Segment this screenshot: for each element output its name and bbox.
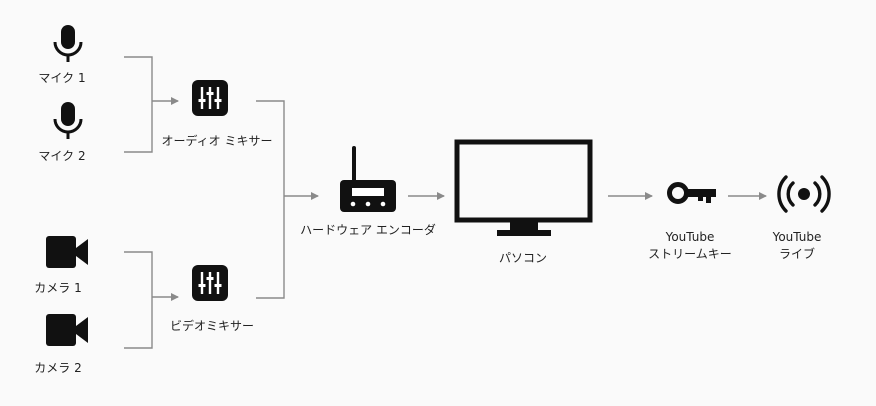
mixer-bracket-connector xyxy=(256,100,285,299)
audio-mixer-node: オーディオ ミキサー xyxy=(162,80,273,148)
live-label-line2: ライブ xyxy=(779,246,815,261)
video-mixer-node: ビデオミキサー xyxy=(170,265,254,333)
mic1-label: マイク 1 xyxy=(38,71,85,85)
cam2-label: カメラ 2 xyxy=(34,361,81,375)
connectors xyxy=(124,56,767,349)
router-icon xyxy=(340,146,396,212)
key-icon xyxy=(667,182,716,204)
encoder-node: ハードウェア エンコーダ xyxy=(300,146,436,237)
microphone-icon xyxy=(53,25,83,62)
cam1-label: カメラ 1 xyxy=(34,281,81,295)
audio-mixer-label: オーディオ ミキサー xyxy=(162,133,273,148)
mixer-sliders-icon xyxy=(192,265,228,301)
mic1-node: マイク 1 xyxy=(38,25,86,85)
live-node: YouTube ライブ xyxy=(772,175,831,261)
pc-label: パソコン xyxy=(499,251,547,265)
camera-bracket-connector xyxy=(124,251,153,349)
cam1-node: カメラ 1 xyxy=(34,236,88,295)
mic2-label: マイク 2 xyxy=(38,149,85,163)
stream-key-label-line2: ストリームキー xyxy=(648,247,732,261)
video-camera-icon xyxy=(46,236,88,268)
microphone-icon xyxy=(53,102,83,139)
mic-bracket-connector xyxy=(124,56,153,153)
video-mixer-label: ビデオミキサー xyxy=(170,318,254,333)
live-label-line1: YouTube xyxy=(772,230,822,244)
mic2-node: マイク 2 xyxy=(38,102,86,163)
cam2-node: カメラ 2 xyxy=(34,314,88,375)
monitor-icon xyxy=(454,139,593,236)
stream-key-label-line1: YouTube xyxy=(665,230,715,244)
stream-key-node: YouTube ストリームキー xyxy=(648,182,732,261)
mixer-sliders-icon xyxy=(192,80,228,116)
video-camera-icon xyxy=(46,314,88,346)
broadcast-icon xyxy=(777,175,831,213)
encoder-label: ハードウェア エンコーダ xyxy=(300,222,436,237)
pc-node: パソコン xyxy=(454,139,593,265)
